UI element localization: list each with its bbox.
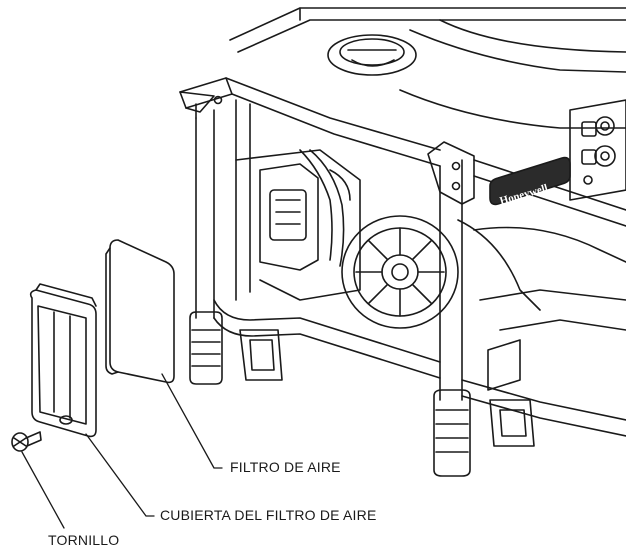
leader-air-filter xyxy=(161,373,223,469)
air-filter-element xyxy=(105,239,175,384)
label-air-filter-cover: CUBIERTA DEL FILTRO DE AIRE xyxy=(160,507,377,523)
label-air-filter: FILTRO DE AIRE xyxy=(230,459,341,475)
leader-air-filter-cover xyxy=(85,433,155,517)
label-screw: TORNILLO xyxy=(48,532,120,548)
air-filter-cover xyxy=(29,283,97,438)
leader-lines xyxy=(21,373,223,529)
screw-icon xyxy=(11,431,42,452)
generator-illustration xyxy=(179,7,626,477)
leader-screw xyxy=(21,451,65,529)
